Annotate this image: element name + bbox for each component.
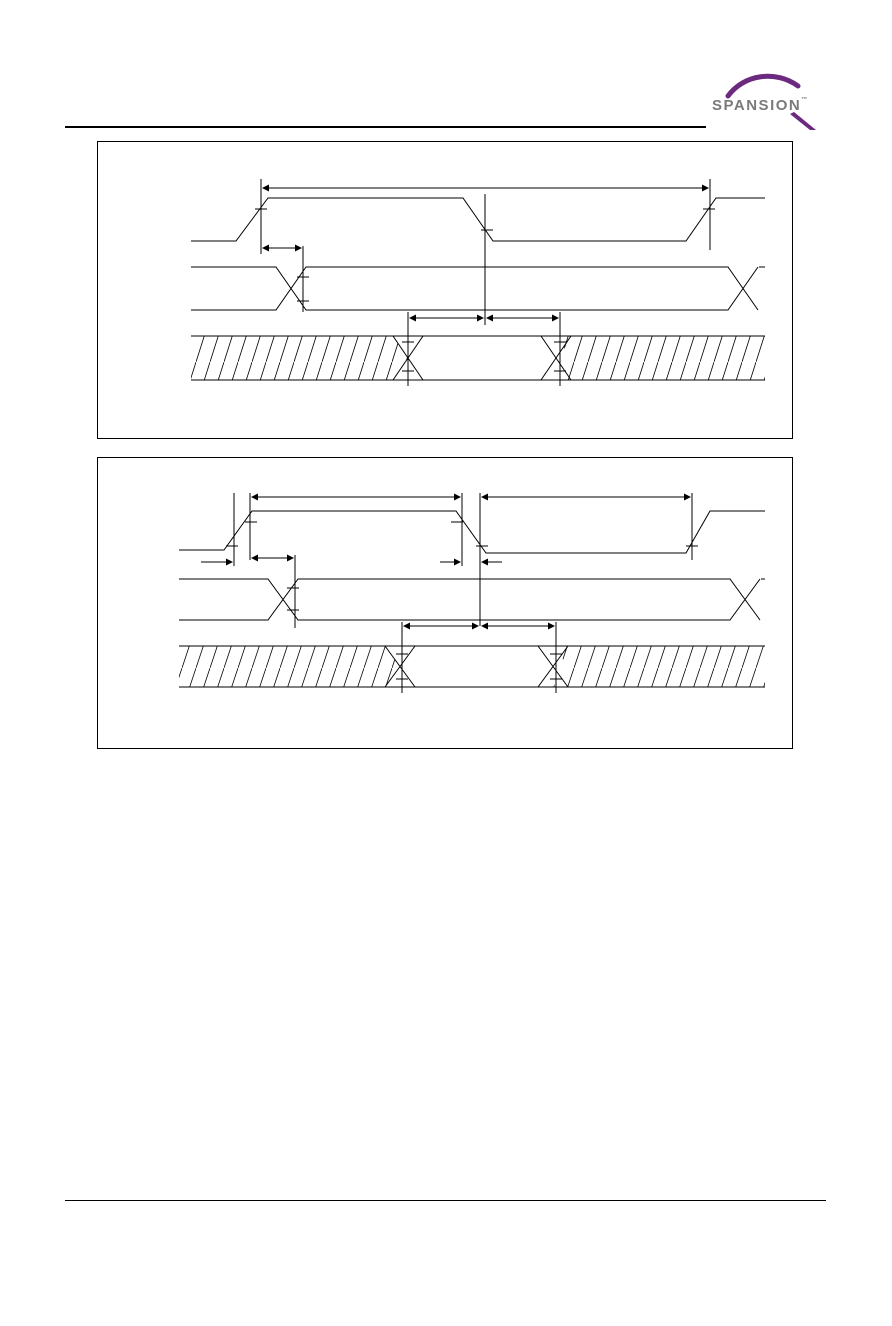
timing-diagram-2-svg bbox=[179, 493, 765, 693]
spansion-logo: SPANSION™ bbox=[706, 72, 828, 132]
signal-1-waveform bbox=[191, 197, 765, 242]
header-rule bbox=[65, 126, 706, 128]
timing-diagram-1 bbox=[97, 141, 793, 439]
timing-diagram-1-svg bbox=[191, 179, 765, 386]
signal-2-waveform bbox=[179, 510, 765, 554]
brand-name: SPANSION™ bbox=[712, 97, 808, 114]
timing-diagram-2 bbox=[97, 457, 793, 749]
footer-rule bbox=[65, 1200, 826, 1201]
logo-arc-icon bbox=[725, 73, 816, 130]
